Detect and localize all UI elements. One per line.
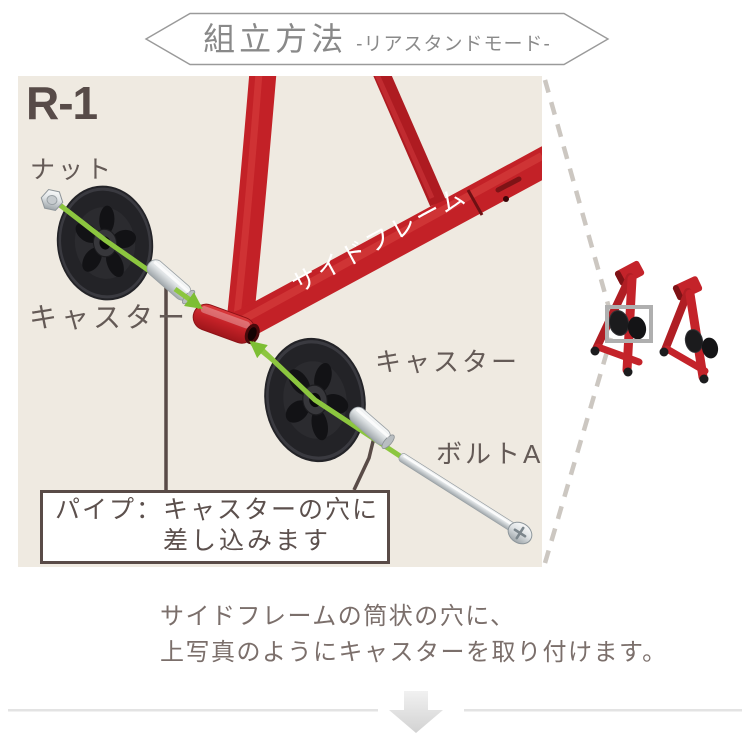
caption-line2: 上写真のようにキャスターを取り付けます。 <box>160 639 668 666</box>
label-nut: ナット <box>30 156 115 184</box>
nut <box>40 189 64 211</box>
stand-thumbnail-right <box>659 276 719 384</box>
header-banner: 組立方法 -リアスタンドモード- <box>144 12 610 66</box>
frame-mount-pipe <box>192 303 260 345</box>
bolt-a <box>398 453 533 545</box>
spacer-pipe-2 <box>349 406 395 449</box>
step-label: R-1 <box>26 77 98 129</box>
stand-thumbnail-left <box>590 260 647 377</box>
down-arrow-icon <box>389 691 443 733</box>
callout-line2: 差し込みます <box>163 527 332 555</box>
assembly-photo: R-1 ナット キャスター キャスター ボルトA サイドフレーム パイプ：キャス… <box>18 76 542 567</box>
bottom-caption: サイドフレームの筒状の穴に、 上写真のようにキャスターを取り付けます。 <box>160 599 668 671</box>
insert-arrow-1 <box>173 286 203 310</box>
label-caster-right: キャスター <box>375 347 521 377</box>
label-caster-left: キャスター <box>29 302 190 333</box>
header-hexagon-outline <box>144 12 610 66</box>
zoom-leader-lines <box>542 79 614 564</box>
assembly-illustration <box>40 76 542 545</box>
divider-line <box>8 709 742 712</box>
callout-box: パイプ：キャスターの穴に 差し込みます <box>40 490 390 564</box>
caption-line1: サイドフレームの筒状の穴に、 <box>160 603 516 630</box>
page-title: 組立方法 <box>203 21 348 57</box>
label-bolt-a: ボルトA <box>436 439 544 469</box>
insert-arrow-2 <box>249 340 276 363</box>
callout-line1: パイプ：キャスターの穴に <box>55 496 380 524</box>
page-subtitle: -リアスタンドモード- <box>356 34 551 55</box>
zoom-region-box <box>605 305 653 343</box>
